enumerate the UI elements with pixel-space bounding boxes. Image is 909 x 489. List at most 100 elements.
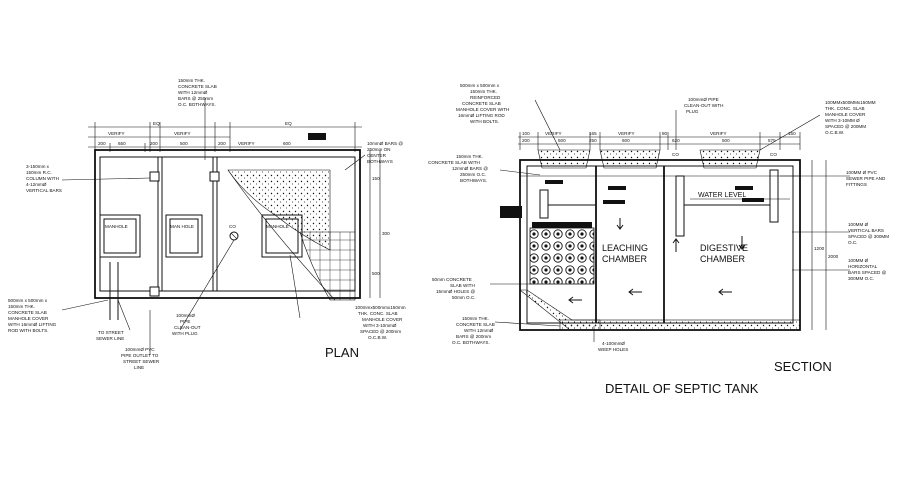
svg-text:CONCRETE SLAB: CONCRETE SLAB [178, 84, 217, 89]
svg-text:MANHOLE COVER WITH: MANHOLE COVER WITH [456, 107, 509, 112]
svg-text:CONCRETE SLAB WITH: CONCRETE SLAB WITH [428, 160, 480, 165]
water-level-label: WATER LEVEL [698, 192, 746, 199]
svg-text:PIPE: PIPE [180, 319, 190, 324]
plan-dim-500-2: 500 [372, 271, 380, 276]
svg-text:150mm R.C.: 150mm R.C. [26, 170, 52, 175]
svg-text:CONCRETE SLAB: CONCRETE SLAB [462, 101, 501, 106]
svg-text:MANHOLE COVER: MANHOLE COVER [362, 317, 403, 322]
section-dim-2000: 2000 [828, 254, 839, 259]
section-note-holes-slab: 50mm CONCRETE SLAB WITH 15mmØ HOLES @ 50… [432, 277, 475, 300]
svg-text:100MM Ø: 100MM Ø [848, 258, 869, 263]
svg-text:12mmØ BARS @: 12mmØ BARS @ [452, 166, 488, 171]
svg-text:WITH PLUG: WITH PLUG [172, 331, 198, 336]
svg-text:15mmØ HOLES @: 15mmØ HOLES @ [436, 289, 475, 294]
svg-text:MANHOLE COVER: MANHOLE COVER [8, 316, 49, 321]
svg-text:WITH 16mmØ LIFTING: WITH 16mmØ LIFTING [8, 322, 57, 327]
svg-text:250mm ON: 250mm ON [367, 147, 391, 152]
svg-text:100mmØ PIPE: 100mmØ PIPE [688, 97, 719, 102]
svg-text:HORIZONTAL: HORIZONTAL [848, 264, 878, 269]
svg-text:SPACED @ 200MM: SPACED @ 200MM [825, 124, 866, 129]
section-dim-500-1: 500 [558, 138, 566, 143]
svg-text:ROD WITH BOLTS.: ROD WITH BOLTS. [8, 328, 49, 333]
svg-text:4-100mmØ: 4-100mmØ [602, 341, 625, 346]
plan-note-column: 3-150mm x 150mm R.C. COLUMN WITH 4-12mmØ… [26, 164, 62, 193]
svg-text:SPACED @ 200mm: SPACED @ 200mm [360, 329, 401, 334]
plan-dim-verify-2: VERIFY [174, 131, 191, 136]
plan-dim-500-1: 500 [180, 141, 188, 146]
plan-note-conc-slab-cover: 100mmx500mmx150mm THK. CONC. SLAB MANHOL… [355, 305, 406, 340]
section-co-2: CO [770, 152, 777, 157]
svg-text:CONCRETE SLAB: CONCRETE SLAB [8, 310, 47, 315]
svg-text:FITTINGS: FITTINGS [846, 182, 867, 187]
section-note-top-left: 500mm x 500mm x 150mm THK. REINFORCED CO… [456, 83, 509, 124]
plan-dim-eq-1: EQ [153, 121, 160, 126]
svg-text:100mmØ PVC: 100mmØ PVC [125, 347, 155, 352]
plan-note-cleanout: 100mmØ PIPE CLEAN-OUT WITH PLUG [172, 313, 201, 336]
section-co-1: CO [672, 152, 679, 157]
svg-text:10mmØ BARS @: 10mmØ BARS @ [367, 141, 403, 146]
svg-text:150mm THK.: 150mm THK. [178, 78, 205, 83]
leaching-chamber-label-1: LEACHING [602, 243, 648, 253]
plan-note-street-sewer: TO STREET SEWER LINE [96, 330, 124, 341]
svg-text:SEWER LINE: SEWER LINE [96, 336, 124, 341]
svg-text:O.C. BOTHWAYS.: O.C. BOTHWAYS. [178, 102, 216, 107]
digestive-chamber-label-2: CHAMBER [700, 254, 746, 264]
plan-note-slab-top: 150mm THK. CONCRETE SLAB WITH 12mmØ BARS… [178, 78, 217, 107]
plan-view: VERIFY VERIFY EQ EQ 200 650 200 500 200 … [61, 98, 390, 360]
svg-text:4-12mmØ: 4-12mmØ [26, 182, 47, 187]
svg-text:300MM O.C.: 300MM O.C. [848, 276, 874, 281]
svg-text:50mm O.C.: 50mm O.C. [452, 295, 475, 300]
svg-text:O.C.B.W.: O.C.B.W. [368, 335, 387, 340]
plan-dim-200-1: 200 [98, 141, 106, 146]
section-dim-150: 150 [788, 131, 796, 136]
svg-text:O.C.: O.C. [848, 240, 857, 245]
section-note-top-right: 100MMx500MMx150MM THK. CONC. SLAB MANHOL… [825, 100, 876, 135]
plan-dim-eq-2: EQ [285, 121, 292, 126]
svg-text:WITH 12mmØ: WITH 12mmØ [464, 328, 494, 333]
plan-dim-300: 300 [382, 231, 390, 236]
plan-note-bars-center: 10mmØ BARS @ 250mm ON CENTER BOTHWAYS [367, 141, 403, 164]
svg-text:SPACED @ 300MM: SPACED @ 300MM [848, 234, 889, 239]
plan-dim-verify-3: VERIFY [238, 141, 255, 146]
svg-text:REINFORCED: REINFORCED [470, 95, 501, 100]
svg-text:WITH 12mmØ: WITH 12mmØ [178, 90, 208, 95]
plan-dim-200-3: 200 [218, 141, 226, 146]
section-note-weep-holes: 4-100mmØ WEEP HOLES [598, 341, 628, 352]
svg-text:VERTICAL BARS: VERTICAL BARS [848, 228, 884, 233]
leaching-chamber-label-2: CHAMBER [602, 254, 648, 264]
svg-text:500mm x 500mm x: 500mm x 500mm x [8, 298, 48, 303]
plan-dim-verify-1: VERIFY [108, 131, 125, 136]
svg-text:250mm O.C.: 250mm O.C. [460, 172, 486, 177]
plan-note-manhole-cover: 500mm x 500mm x 150mm THK. CONCRETE SLAB… [8, 298, 57, 333]
svg-text:16mmØ LIFTING ROD: 16mmØ LIFTING ROD [458, 113, 505, 118]
section-dim-200: 200 [522, 138, 530, 143]
section-title: SECTION [774, 359, 832, 374]
svg-text:100MM Ø: 100MM Ø [848, 222, 869, 227]
svg-text:150mm THK.: 150mm THK. [462, 316, 489, 321]
plan-note-pipe-outlet: 100mmØ PVC PIPE OUTLET TO STREET SEWER L… [121, 347, 160, 370]
svg-text:STREET SEWER: STREET SEWER [123, 359, 160, 364]
svg-text:CONCRETE SLAB: CONCRETE SLAB [456, 322, 495, 327]
plan-dim-650: 650 [118, 141, 126, 146]
section-note-pvc-right: 100MM Ø PVC SEWER PIPE AND FITTINGS [846, 170, 886, 187]
section-dim-1200: 1200 [814, 246, 825, 251]
svg-text:150mm THK.: 150mm THK. [8, 304, 35, 309]
section-note-horizontal-bars: 100MM Ø HORIZONTAL BARS SPACED @ 300MM O… [848, 258, 887, 281]
svg-text:PLUG: PLUG [686, 109, 699, 114]
svg-text:COLUMN WITH: COLUMN WITH [26, 176, 59, 181]
svg-text:WITH BOLTS.: WITH BOLTS. [470, 119, 499, 124]
section-dim-100: 100 [522, 131, 530, 136]
section-note-bottom-slab: 150mm THK. CONCRETE SLAB WITH 12mmØ BARS… [452, 316, 495, 345]
svg-text:BOTHWAYS: BOTHWAYS [367, 159, 393, 164]
section-dim-575: 575 [768, 138, 776, 143]
svg-text:O.C.B.W.: O.C.B.W. [825, 130, 844, 135]
svg-text:50mm CONCRETE: 50mm CONCRETE [432, 277, 472, 282]
section-dim-165: 165 [589, 131, 597, 136]
section-dim-250: 250 [589, 138, 597, 143]
svg-text:VERTICAL BARS: VERTICAL BARS [26, 188, 62, 193]
section-note-vertical-bars: 100MM Ø VERTICAL BARS SPACED @ 300MM O.C… [848, 222, 889, 245]
section-dim-80: 80 [662, 131, 668, 136]
section-note-slab-left: 150mm THK. CONCRETE SLAB WITH 12mmØ BARS… [428, 154, 488, 183]
svg-text:150mm THK.: 150mm THK. [456, 154, 483, 159]
plan-title: PLAN [325, 345, 359, 360]
